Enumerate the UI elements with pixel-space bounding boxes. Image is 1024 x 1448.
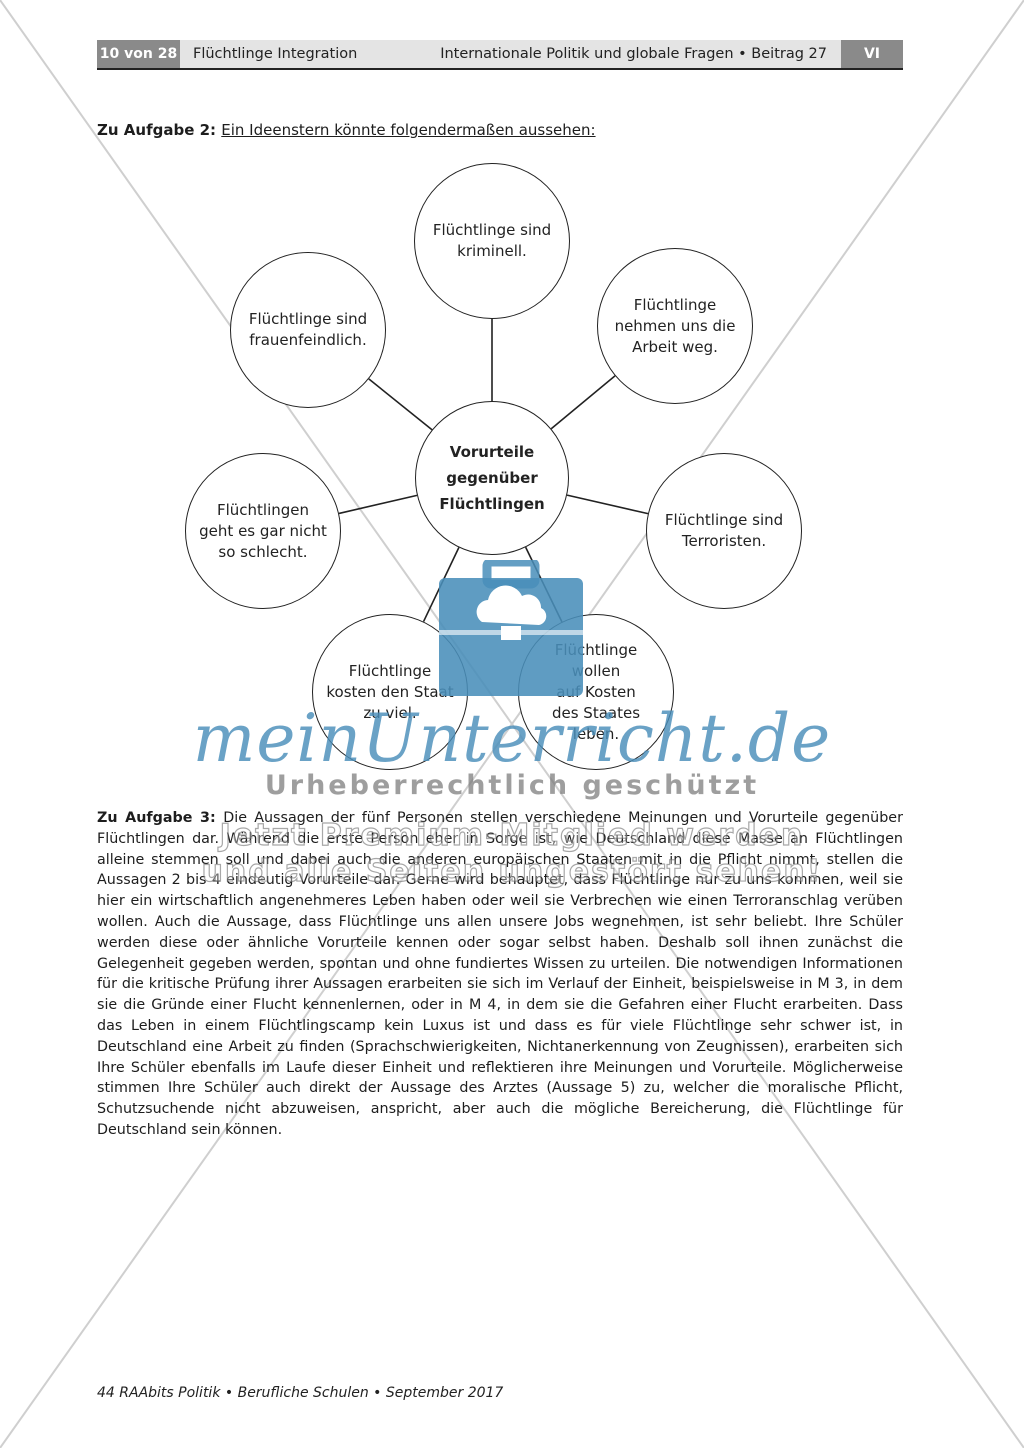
- watermark-brand: meinUnterricht.de: [192, 700, 832, 777]
- briefcase-cloud-icon: [439, 560, 583, 696]
- ideenstern-node-terroristen: Flüchtlinge sind Terroristen.: [646, 453, 802, 609]
- ideenstern-node-arbeit: Flüchtlinge nehmen uns die Arbeit weg.: [597, 248, 753, 404]
- ideenstern-diagram: Vorurteile gegenüber Flüchtlingen Flücht…: [185, 163, 802, 770]
- task3-label: Zu Aufgabe 3: [97, 810, 210, 826]
- watermark-premium: Jetzt Premium-Mitglied werden und alle S…: [0, 817, 1024, 890]
- task3-paragraph: Zu Aufgabe 3: Die Aussagen der fünf Pers…: [97, 810, 903, 1138]
- connector-line: [338, 494, 418, 515]
- watermark-premium-line2: und alle Seiten ungestört sehen!: [201, 853, 823, 889]
- page-footer: 44 RAAbits Politik • Berufliche Schulen …: [97, 1385, 504, 1401]
- task2-heading: Zu Aufgabe 2: Ein Ideenstern könnte folg…: [97, 121, 596, 139]
- task2-text: Ein Ideenstern könnte folgendermaßen aus…: [221, 121, 596, 139]
- watermark-premium-line1: Jetzt Premium-Mitglied werden: [219, 817, 805, 853]
- connector-line: [566, 494, 649, 515]
- task3-text: Die Aussagen der fünf Personen stellen v…: [97, 810, 903, 1138]
- ideenstern-center: Vorurteile gegenüber Flüchtlingen: [415, 401, 569, 555]
- watermark-copyright: Urheberrechtlich geschützt: [264, 770, 760, 801]
- connector-line: [550, 375, 616, 430]
- connector-line: [368, 378, 433, 431]
- ideenstern-node-kriminell: Flüchtlinge sind kriminell.: [414, 163, 570, 319]
- ideenstern-node-schlecht: Flüchtlingen geht es gar nicht so schlec…: [185, 453, 341, 609]
- task2-label: Zu Aufgabe 2: [97, 121, 211, 139]
- ideenstern-node-frauenfeindlich: Flüchtlinge sind frauenfeindlich.: [230, 252, 386, 408]
